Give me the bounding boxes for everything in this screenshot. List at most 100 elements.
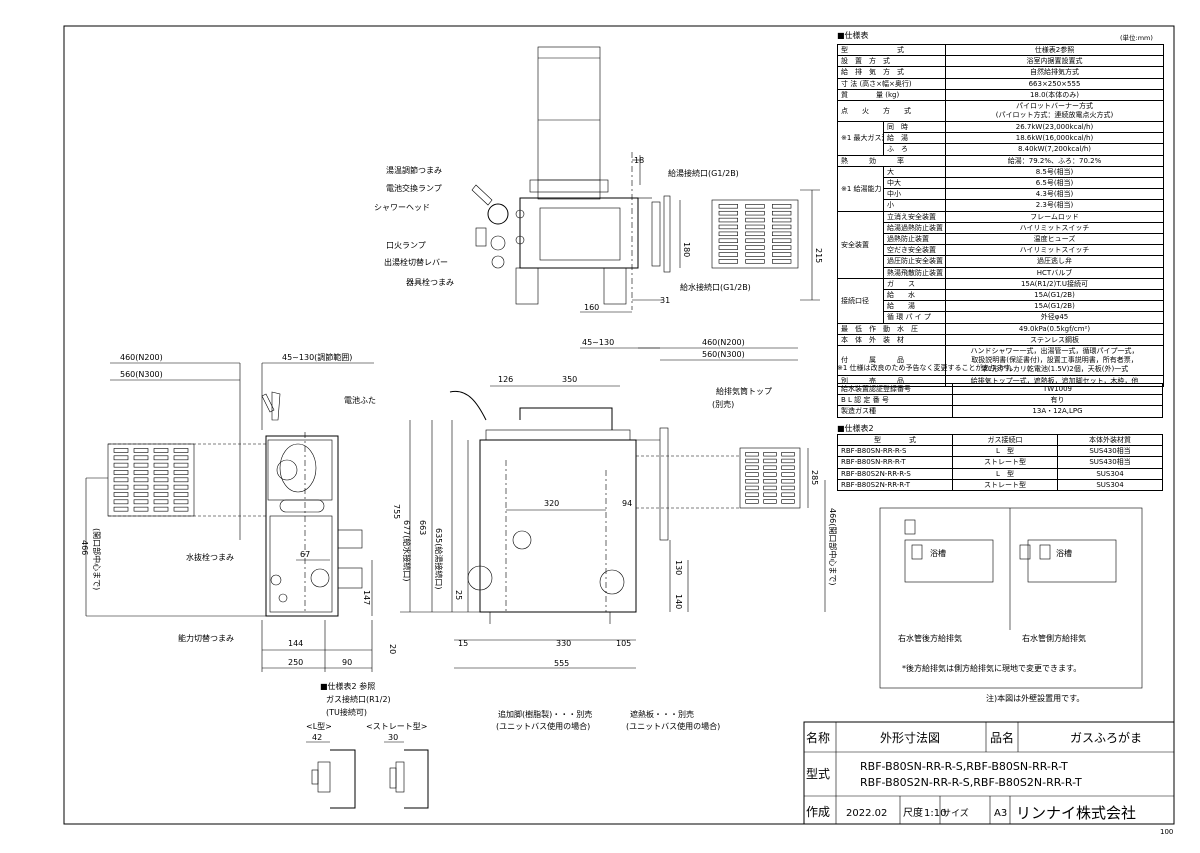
vent-slot bbox=[772, 259, 792, 264]
spec-value: 温度ヒューズ bbox=[945, 233, 1164, 246]
spec-value: 過圧逃し弁 bbox=[945, 255, 1164, 268]
label-temp-knob: 湯温調節つまみ bbox=[386, 165, 442, 175]
spec-sublabel: 空だき安全装置 bbox=[883, 244, 946, 257]
vent-slot bbox=[781, 479, 795, 484]
label-fire-lamp: 口火ランプ bbox=[386, 241, 426, 250]
spec-unit: (単位:mm) bbox=[1120, 34, 1153, 42]
vent-slot bbox=[772, 210, 792, 216]
dim-side-460: 460(N200) bbox=[702, 338, 745, 347]
label-l-type: <L型> bbox=[306, 722, 332, 731]
spec-row: 設 置 方 式浴室内据置設置式 bbox=[837, 55, 1164, 68]
dim-side-20: 20 bbox=[388, 644, 397, 654]
vent-slot bbox=[763, 452, 777, 457]
vent-slot bbox=[781, 465, 795, 470]
spec-row: 熱 効 率給湯：79.2%、ふろ：70.2% bbox=[837, 154, 1164, 167]
spec-sublabel: 大 bbox=[883, 165, 946, 179]
spec2-header-cell: 本体外装材質 bbox=[1057, 433, 1163, 447]
spec-row: 本 体 外 装 材ステンレス鋼板 bbox=[837, 333, 1164, 347]
spec-row: ※1 最大ガス消費量 (kW)同 時26.7kW(23,000kcal/h) bbox=[837, 121, 1164, 156]
spec-sublabel: 同 時 bbox=[883, 121, 946, 134]
spec2-cell: RBF-B80S2N-RR-R-T bbox=[837, 478, 953, 492]
dim-left-144: 144 bbox=[288, 639, 303, 648]
vent-slot bbox=[133, 477, 149, 483]
vent-slot bbox=[745, 452, 759, 457]
install-note: 注)本図は外壁設置用です。 bbox=[986, 693, 1084, 703]
vent-slot bbox=[745, 472, 759, 477]
vent-slot bbox=[718, 238, 738, 243]
spec2-header: 型 式ガス接続口本体外装材質 bbox=[837, 433, 1163, 447]
vent-slot bbox=[772, 204, 792, 209]
vent-slot bbox=[745, 458, 759, 464]
dim-left-67: 67 bbox=[300, 550, 310, 559]
spec-label: 点 火 方 式 bbox=[837, 100, 946, 123]
spec-sublabel: 給 水 bbox=[883, 289, 946, 302]
tb-size-label: サイズ bbox=[942, 807, 969, 819]
vent-slot bbox=[781, 458, 795, 464]
spec-sublabel: 過圧防止安全装置 bbox=[883, 255, 946, 268]
spec-row: 点 火 方 式パイロットバーナー方式 (パイロット方式：連続放電点火方式) bbox=[837, 100, 1164, 123]
spec-note: ※1 仕様は改良のため予告なく変更することがあります。 bbox=[837, 364, 1017, 372]
vent-slot bbox=[772, 217, 792, 223]
tb-model-label: 型式 bbox=[806, 767, 830, 781]
vent-slot bbox=[781, 492, 795, 497]
front-view bbox=[85, 362, 374, 672]
spec-value: 2.3号(相当) bbox=[945, 199, 1164, 212]
label-battery-lamp: 電池交換ランプ bbox=[386, 183, 442, 193]
spec-label: ※1 最大ガス消費量 (kW) bbox=[837, 121, 884, 156]
spec-value: 外径φ45 bbox=[945, 311, 1164, 324]
vent-slot bbox=[745, 210, 765, 216]
spec-value: 18.6kW(16,000kcal/h) bbox=[945, 132, 1164, 145]
cert-label: 給水装置認証登録番号 bbox=[837, 382, 953, 396]
spec-label: 設 置 方 式 bbox=[837, 55, 946, 68]
vent-slot bbox=[133, 484, 149, 490]
dim-side-635: 635(給湯接続口) bbox=[434, 528, 444, 590]
vent-slot bbox=[113, 477, 129, 483]
title-block-grid bbox=[803, 721, 1175, 825]
dim-side-130: 130 bbox=[674, 560, 683, 575]
spec-row: 質 量 (kg)18.0(本体のみ) bbox=[837, 88, 1164, 102]
vent-slot bbox=[718, 259, 738, 264]
vent-slot bbox=[153, 484, 169, 490]
vent-slot bbox=[173, 470, 189, 475]
spec-table: 型 式仕様表2参照設 置 方 式浴室内据置設置式給 排 気 方 式自然給排気方式… bbox=[837, 43, 1164, 388]
vent-slot bbox=[718, 231, 738, 237]
spec-label: 寸 法 (高さ×幅×奥行) bbox=[837, 77, 946, 90]
label-straight-type: <ストレート型> bbox=[366, 722, 427, 731]
spec-value: 浴室内据置設置式 bbox=[945, 55, 1164, 68]
label-function-knob: 能力切替つまみ bbox=[178, 633, 234, 643]
spec-title: ■仕様表 bbox=[837, 31, 869, 40]
spec-row: 循 環 パ イ プ外径φ45 bbox=[838, 311, 1164, 324]
vent-slot bbox=[745, 224, 765, 230]
tb-company: リンナイ株式会社 bbox=[1016, 804, 1136, 822]
dim-side-15: 15 bbox=[458, 639, 468, 648]
front-vent bbox=[107, 443, 195, 517]
spec2-header-cell: 型 式 bbox=[837, 433, 953, 447]
vent-slot bbox=[763, 479, 777, 484]
side-view bbox=[400, 347, 826, 669]
label-heat-shield-sub: (ユニットバス使用の場合) bbox=[626, 721, 720, 731]
spec-row: 寸 法 (高さ×幅×奥行)663×250×555 bbox=[837, 77, 1164, 90]
dim-side-45: 45~130 bbox=[582, 338, 614, 347]
spec2-header-cell: ガス接続口 bbox=[952, 433, 1058, 447]
dim-top-215: 215 bbox=[814, 248, 823, 263]
dim-left-560: 560(N300) bbox=[120, 370, 163, 379]
spec-value: 663×250×555 bbox=[945, 77, 1164, 90]
vent-slot bbox=[763, 472, 777, 477]
shower-head-shape bbox=[471, 184, 493, 206]
spec-value: フレームロッド bbox=[945, 210, 1164, 223]
label-gas-port-sub: (TU接続可) bbox=[326, 707, 367, 717]
dim-side-140: 140 bbox=[674, 594, 683, 609]
layout-left-caption: 右水管後方給排気 bbox=[898, 633, 962, 643]
cert-label: B L 認 定 番 号 bbox=[837, 394, 953, 407]
label-battery-cover: 電池ふた bbox=[344, 395, 376, 405]
